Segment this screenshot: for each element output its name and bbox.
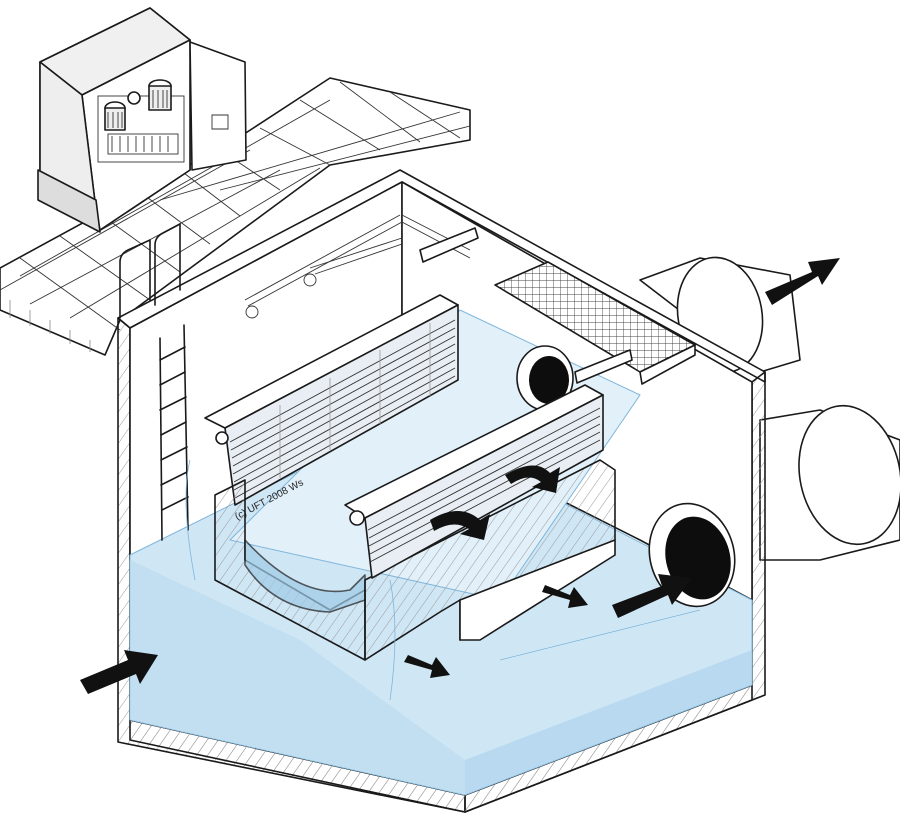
outlet-pipe-lower	[759, 404, 900, 561]
flow-arrow-icon	[612, 574, 692, 618]
water-surface-lines	[185, 459, 701, 701]
flow-arrow-icon	[80, 650, 158, 694]
motor-icon	[148, 79, 172, 111]
screen-unit-back: (c) UFT 2008 Ws	[204, 294, 459, 523]
motor-icon	[104, 101, 126, 131]
flow-arrow-icon	[404, 655, 450, 678]
screen-unit-front	[344, 384, 604, 579]
control-cabinet-icon	[37, 7, 247, 233]
flow-arrow-icon	[765, 258, 840, 305]
flow-arrows	[80, 258, 840, 694]
rotation-arrow-icon	[430, 511, 490, 540]
grating-icon	[419, 227, 696, 385]
wall-pipes	[244, 214, 471, 319]
rotation-arrow-icon	[505, 465, 560, 493]
floor-grating	[0, 77, 471, 356]
flow-arrow-icon	[542, 585, 588, 608]
channel-body	[214, 459, 616, 661]
outlet-pipe-upper	[639, 256, 801, 374]
ladder-icon	[119, 223, 189, 541]
